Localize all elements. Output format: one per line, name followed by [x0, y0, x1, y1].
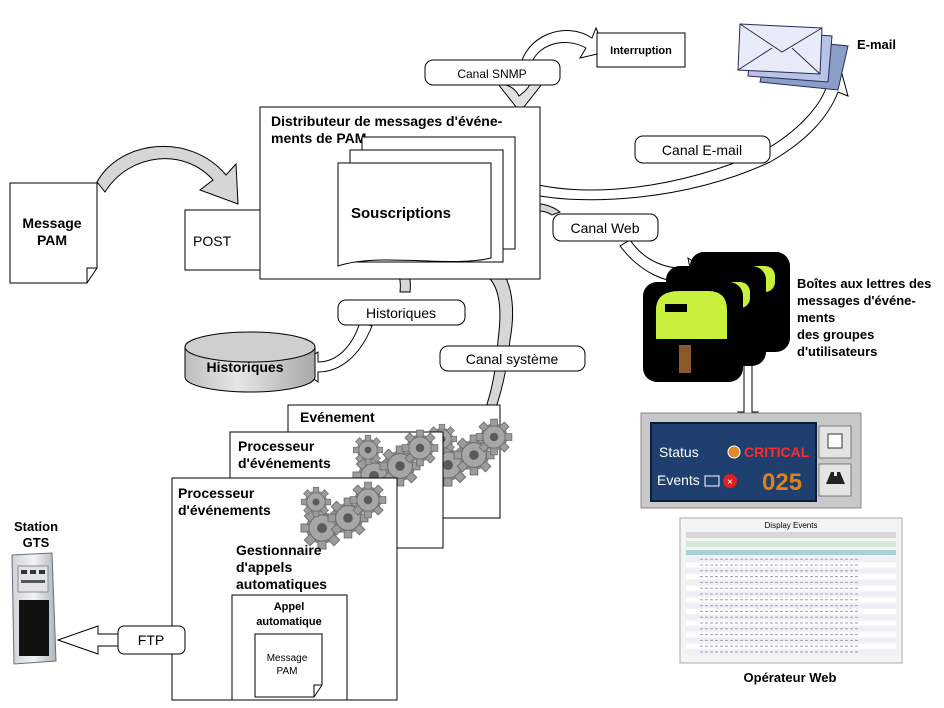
server-icon: [11, 552, 57, 665]
mailboxes-label-4: des groupes: [797, 327, 874, 342]
historiques-database: Historiques: [184, 331, 316, 393]
processor-1-label-2: d'événements: [178, 502, 271, 518]
mailboxes-label-2: messages d'événe-: [797, 293, 916, 308]
message-pam-document: Message PAM: [9, 182, 98, 284]
display-events-title: Display Events: [765, 521, 818, 530]
thumb-header-row: [686, 550, 896, 555]
station-gts-label-1: Station: [14, 519, 58, 534]
station-gts-label-2: GTS: [23, 535, 50, 550]
thumb-toolbar: [686, 532, 896, 538]
historiques-db-label: Historiques: [206, 359, 283, 375]
interruption-label: Interruption: [610, 45, 672, 57]
canal-email-box: Canal E-mail: [634, 135, 771, 164]
appel-automatique-box: Appel automatique Message PAM: [231, 594, 348, 701]
operateur-web-label: Opérateur Web: [744, 670, 837, 685]
arrow-email-channel: [519, 73, 849, 201]
gestionnaire-label-3: automatiques: [236, 576, 327, 592]
distributor-title-1: Distributeur de messages d'événe-: [271, 113, 503, 129]
status-label: Status: [659, 444, 699, 460]
events-count: 025: [762, 469, 802, 496]
interruption-box: Interruption: [596, 32, 686, 68]
gestionnaire-label-1: Gestionnaire: [236, 542, 322, 558]
arrow-distributor-to-snmp: [496, 83, 544, 113]
evenement-label: Evénement: [300, 409, 375, 425]
canal-web-box: Canal Web: [552, 213, 659, 242]
message-pam-small-label-2: PAM: [277, 666, 298, 677]
ftp-label: FTP: [138, 632, 164, 648]
mailbox-icon: [643, 252, 790, 382]
canal-snmp-label: Canal SNMP: [457, 67, 526, 81]
events-label: Events: [657, 472, 700, 488]
message-pam-label-2: PAM: [37, 232, 67, 248]
distributor-title-2: ments de PAM: [271, 130, 366, 146]
status-panel: Status CRITICAL Events × 025: [640, 412, 862, 509]
display-events-window: Display Events: [679, 517, 903, 664]
mailboxes-label-3: ments: [797, 310, 835, 325]
svg-text:×: ×: [727, 477, 733, 488]
binoculars-icon: [826, 472, 845, 484]
historiques-channel-label: Historiques: [366, 305, 436, 321]
flag-icon: [827, 433, 843, 449]
email-label: E-mail: [857, 37, 896, 52]
souscriptions-label: Souscriptions: [351, 205, 451, 222]
mailboxes-label-5: d'utilisateurs: [797, 344, 877, 359]
processor-1-label-1: Processeur: [178, 485, 255, 501]
canal-web-label: Canal Web: [570, 220, 639, 236]
gestionnaire-label-2: d'appels: [236, 559, 292, 575]
canal-systeme-label: Canal système: [466, 351, 559, 367]
distributor-box: Distributeur de messages d'événe- ments …: [259, 106, 541, 280]
historiques-channel-box: Historiques: [337, 299, 466, 326]
message-pam-label-1: Message: [22, 215, 81, 231]
message-pam-small-label-1: Message: [267, 653, 308, 664]
post-box: POST: [184, 209, 261, 271]
ftp-box: FTP: [117, 625, 186, 655]
mailboxes-label-1: Boîtes aux lettres des: [797, 276, 931, 291]
email-icon: [737, 23, 849, 91]
canal-systeme-box: Canal système: [439, 345, 586, 372]
thumb-filter-bar: [686, 541, 896, 547]
canal-snmp-box: Canal SNMP: [424, 59, 561, 86]
appel-label-2: automatique: [256, 616, 321, 628]
processor-2-label-1: Processeur: [238, 438, 315, 454]
appel-label-1: Appel: [274, 601, 305, 613]
status-light-icon: [727, 445, 741, 459]
processor-2-label-2: d'événements: [238, 455, 331, 471]
status-value: CRITICAL: [744, 444, 810, 460]
events-box-icon: [704, 475, 720, 487]
arrow-message-to-post: [96, 145, 239, 205]
post-label: POST: [193, 233, 232, 249]
error-icon: [723, 474, 737, 488]
canal-email-label: Canal E-mail: [662, 142, 742, 158]
